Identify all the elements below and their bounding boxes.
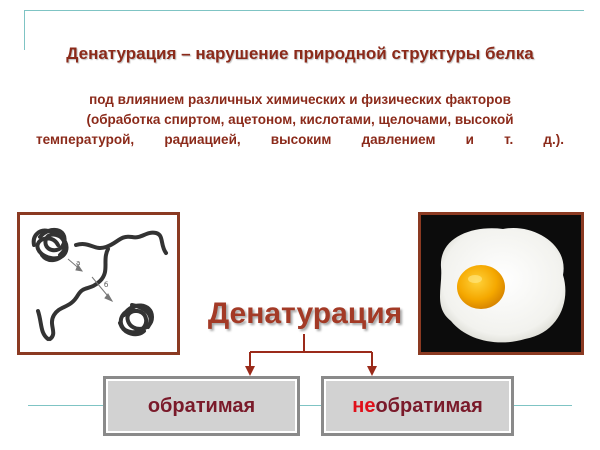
subtitle-line-2: (обработка спиртом, ацетоном, кислотами,… bbox=[86, 112, 514, 127]
arrow-down-right-icon bbox=[367, 366, 377, 376]
renatured-protein-globule bbox=[118, 303, 154, 337]
irreversible-prefix: не bbox=[352, 394, 376, 417]
reversible-label: обратимая bbox=[147, 394, 256, 417]
subtitle-line-3: температурой, радиацией, высоким давлени… bbox=[36, 132, 564, 147]
protein-structure-image: а б bbox=[17, 212, 180, 355]
bottom-accent-line-left bbox=[28, 405, 103, 406]
bottom-accent-line-right bbox=[514, 405, 572, 406]
irreversible-label: обратимая bbox=[375, 394, 483, 417]
arrow-down-left-icon bbox=[245, 366, 255, 376]
fried-egg-picture bbox=[421, 215, 581, 352]
unfolded-protein-chain bbox=[36, 230, 168, 341]
slide-title: Денатурация – нарушение природной структ… bbox=[66, 44, 534, 63]
subtitle-line-1: под влиянием различных химических и физи… bbox=[89, 92, 511, 107]
diagram-label-b: б bbox=[104, 281, 108, 289]
slide-subtitle: под влиянием различных химических и физи… bbox=[36, 90, 564, 150]
bottom-accent-line-middle bbox=[300, 405, 321, 406]
top-accent-line bbox=[24, 10, 584, 11]
denaturation-heading: Денатурация bbox=[207, 297, 403, 330]
protein-diagram: а б bbox=[31, 227, 168, 341]
diagram-label-a: а bbox=[76, 259, 80, 267]
fried-egg-image bbox=[418, 212, 584, 355]
native-protein-globule bbox=[31, 227, 69, 262]
reversible-box: обратимая bbox=[103, 376, 300, 436]
left-accent-line bbox=[24, 10, 25, 50]
